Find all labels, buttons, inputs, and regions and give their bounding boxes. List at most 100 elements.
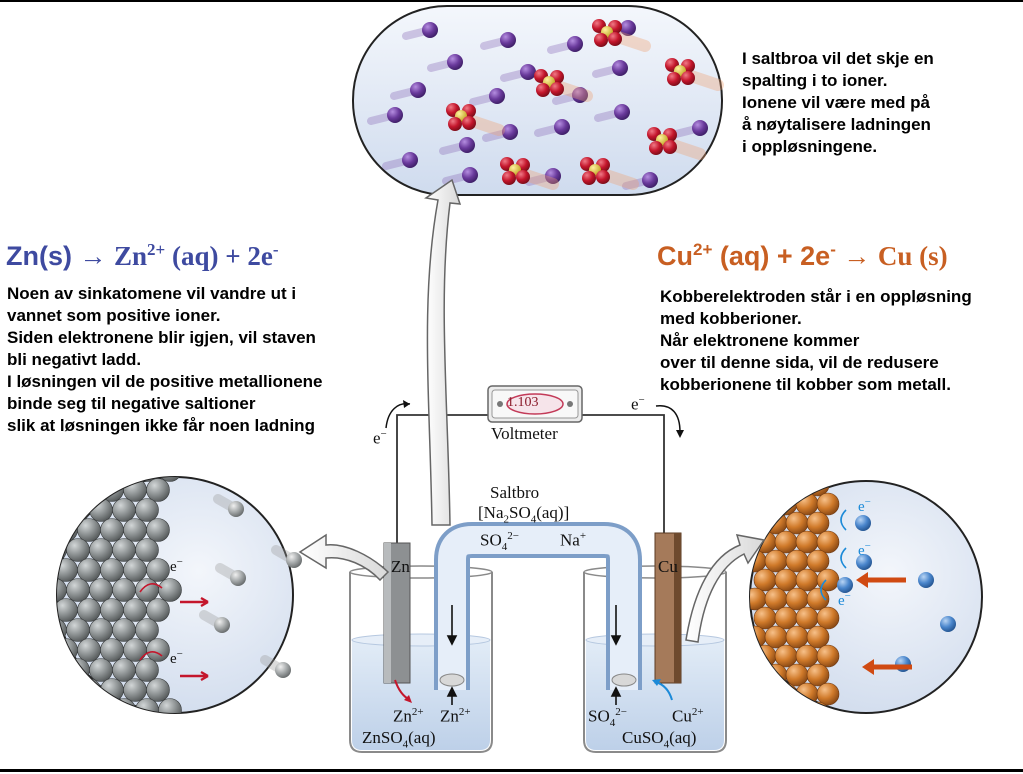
zinc-atom <box>112 618 136 642</box>
copper-atom <box>785 663 809 687</box>
zinc-atom <box>146 558 170 582</box>
electron-charge: − <box>176 648 183 660</box>
formula-part: (aq)] <box>536 503 570 522</box>
zn-product-state: (aq) + 2e <box>171 241 273 271</box>
copper-atom <box>774 682 798 706</box>
copper-atom <box>816 568 840 592</box>
sodium-ion <box>462 167 478 183</box>
electron-capture-arrow <box>840 509 847 531</box>
copper-atom <box>753 682 777 706</box>
electron-symbol: e <box>631 394 639 414</box>
copper-atom <box>795 530 819 554</box>
zinc-atom <box>112 477 136 482</box>
oxygen-atom <box>649 141 663 155</box>
electron-symbol: e <box>858 543 865 559</box>
sodium-ion <box>545 168 561 184</box>
zinc-atom <box>123 478 147 502</box>
zinc-atom <box>77 518 101 542</box>
copper-atom <box>750 625 767 649</box>
copper-atom <box>774 568 798 592</box>
sodium-ion <box>620 20 636 36</box>
text-line: slik at løsningen ikke får noen ladning <box>7 416 315 435</box>
cu-electron-label-1: e− <box>858 496 871 516</box>
zinc-atom <box>66 578 90 602</box>
copper-atom <box>750 701 767 713</box>
text-line: Når elektronene kommer <box>660 331 860 350</box>
sodium-ion <box>402 152 418 168</box>
zinc-atom <box>135 477 159 482</box>
formula-sub: 2 <box>503 513 509 526</box>
electron-charge: − <box>864 540 871 552</box>
oxygen-atom <box>502 171 516 185</box>
oxygen-atom <box>667 72 681 86</box>
sulfate-ion <box>665 58 695 86</box>
ion-charge: + <box>579 530 587 542</box>
zinc-atom <box>89 658 113 682</box>
zinc-atom <box>146 518 170 542</box>
formula-sub: 4 <box>530 513 537 526</box>
formula-part: (aq) <box>408 728 436 747</box>
formula-sub: 4 <box>663 738 670 751</box>
copper-atom <box>806 511 830 535</box>
copper-atom <box>806 701 830 713</box>
zinc-atom <box>57 658 67 682</box>
copper-atom <box>774 606 798 630</box>
zn-reactant: Zn(s) <box>6 241 72 271</box>
zn-electron-label-2: e− <box>170 648 183 668</box>
text-line: Noen av sinkatomene vil vandre ut i <box>7 284 297 303</box>
cuso4-label: CuSO4(aq) <box>622 728 696 750</box>
copper-atom <box>753 606 777 630</box>
oxygen-atom <box>681 71 695 85</box>
copper-ion <box>855 515 871 531</box>
zinc-atom <box>135 498 159 522</box>
copper-atom <box>816 682 840 706</box>
zn-product: Zn <box>114 241 148 271</box>
copper-atom <box>785 625 809 649</box>
text-line: i oppløsningene. <box>742 137 878 156</box>
zinc-ion <box>230 570 246 586</box>
saltbridge-zoom-arrow <box>424 178 462 526</box>
zinc-atom <box>123 678 147 702</box>
sodium-ion <box>614 104 630 120</box>
electron-charge: − <box>380 428 387 440</box>
zn-oxidation-equation: Zn(s) → Zn2+ (aq) + 2e- <box>6 240 279 272</box>
cu-reduction-equation: Cu2+ (aq) + 2e- → Cu (s) <box>657 240 948 272</box>
copper-ion <box>895 656 911 672</box>
zinc-atom <box>100 598 124 622</box>
sodium-ion <box>554 119 570 135</box>
saltbridge-label: Saltbro <box>490 483 540 502</box>
zinc-atom <box>57 538 67 562</box>
oxygen-atom <box>462 116 476 130</box>
sodium-ion <box>572 87 588 103</box>
cu-electron-label-3: e− <box>838 590 851 610</box>
zinc-atom <box>123 638 147 662</box>
cu-explanation: Kobberelektroden står i en oppløsning me… <box>660 286 972 396</box>
zn-ion-label: Zn2+ <box>393 706 424 727</box>
zn-ion-label-2: Zn2+ <box>440 706 471 727</box>
sodium-ion <box>422 22 438 38</box>
ion-leaving-arrow <box>180 670 209 682</box>
copper-atom <box>750 511 767 535</box>
zn-electron-label-1: e− <box>170 556 183 576</box>
copper-atom <box>795 644 819 668</box>
saltbridge-plug-right <box>611 673 637 687</box>
zinc-atom <box>57 478 78 502</box>
zinc-atom <box>66 618 90 642</box>
zinc-atom <box>57 518 78 542</box>
zinc-atom <box>100 518 124 542</box>
zinc-atom <box>66 498 90 522</box>
oxygen-atom <box>550 82 564 96</box>
zinc-atom <box>135 538 159 562</box>
electron-release-arrow <box>139 583 163 593</box>
sulfate-label-cu: SO42− <box>588 706 627 729</box>
ion-charge: 2− <box>615 706 627 718</box>
zinc-atom <box>135 658 159 682</box>
zinc-atom <box>158 477 182 482</box>
copper-atom <box>785 587 809 611</box>
wire-left <box>396 414 488 543</box>
voltmeter <box>487 385 583 423</box>
text-line: over til denne sida, vil de redusere <box>660 353 939 372</box>
zinc-atom <box>89 618 113 642</box>
zinc-atom <box>112 538 136 562</box>
